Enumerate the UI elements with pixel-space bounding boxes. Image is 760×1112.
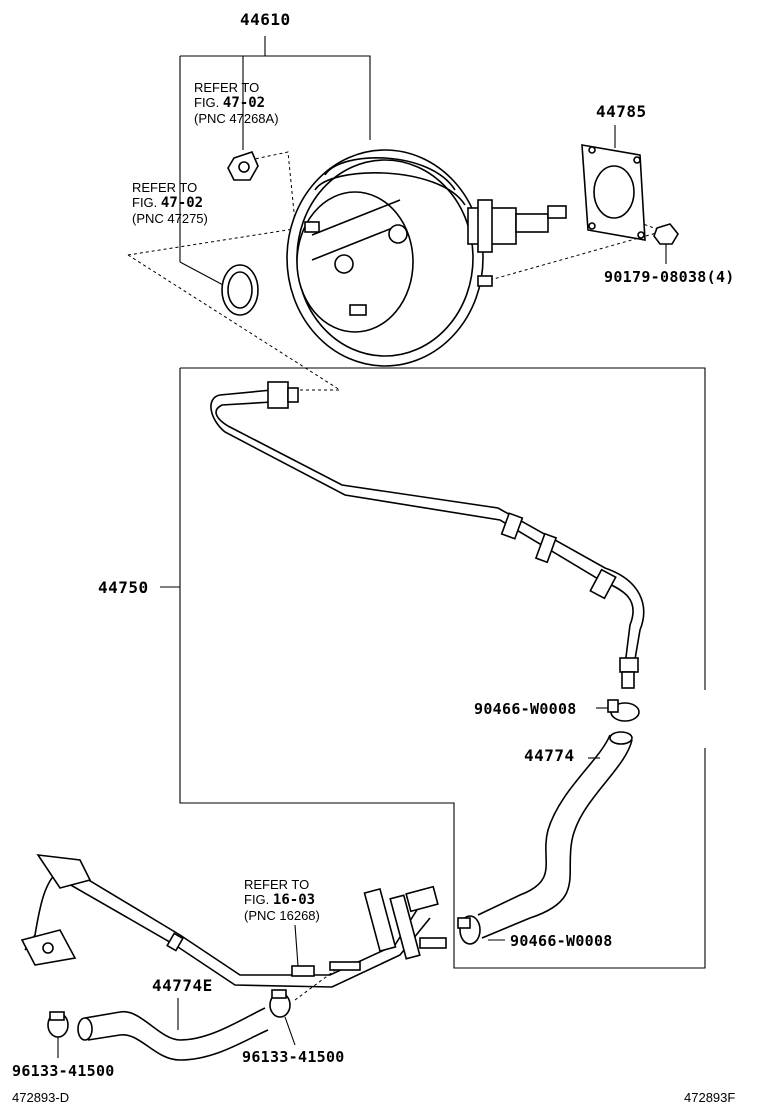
reference-figure: FIG. 47-02 [194,95,266,111]
vacuum-tube [210,381,645,689]
part-number-90466-lower: 90466-W0008 [510,932,613,950]
illustration-code-left: 472893-D [12,1090,70,1105]
reference-pnc: (PNC 16268) [244,908,320,923]
part-number-44610: 44610 [240,10,291,29]
reference-line: REFER TO [132,180,198,195]
nut-fitting [227,151,259,181]
reference-note-3: REFER TO FIG. 16-03 (PNC 16268) [244,877,320,923]
reference-line: REFER TO [194,80,260,95]
part-number-96133-right: 96133-41500 [242,1048,345,1066]
hose-44774 [477,731,633,939]
part-number-44785: 44785 [596,102,647,121]
bracket-44610 [179,36,371,287]
part-number-90466-upper: 90466-W0008 [474,700,577,718]
part-number-44774: 44774 [524,746,575,765]
hose-clamp-lower [457,915,505,945]
bracket-44750 [160,367,706,969]
reference-figure: FIG. 16-03 [244,892,316,908]
flange-nut [653,223,679,264]
part-number-90179: 90179-08038(4) [604,268,735,286]
part-number-96133-left: 96133-41500 [12,1062,115,1080]
reference-pnc: (PNC 47275) [132,211,208,226]
part-number-44774e: 44774E [152,976,213,995]
reference-figure: FIG. 47-02 [132,195,204,211]
reference-pnc: (PNC 47268A) [194,111,279,126]
gasket-44785 [581,125,646,241]
o-ring [221,264,259,316]
part-number-44750: 44750 [98,578,149,597]
hose-clamp-96133-right [269,989,296,1046]
reference-note-2: REFER TO FIG. 47-02 (PNC 47275) [132,180,208,226]
hose-44774e [77,998,269,1061]
hose-clamp-upper [596,699,640,722]
hose-clamp-96133-left [47,1011,69,1058]
reference-note-1: REFER TO FIG. 47-02 (PNC 47268A) [194,80,279,126]
lower-pipe-assembly [20,854,447,988]
reference-line: REFER TO [244,877,310,892]
illustration-code-right: 472893F [684,1090,736,1105]
brake-booster [286,149,567,367]
